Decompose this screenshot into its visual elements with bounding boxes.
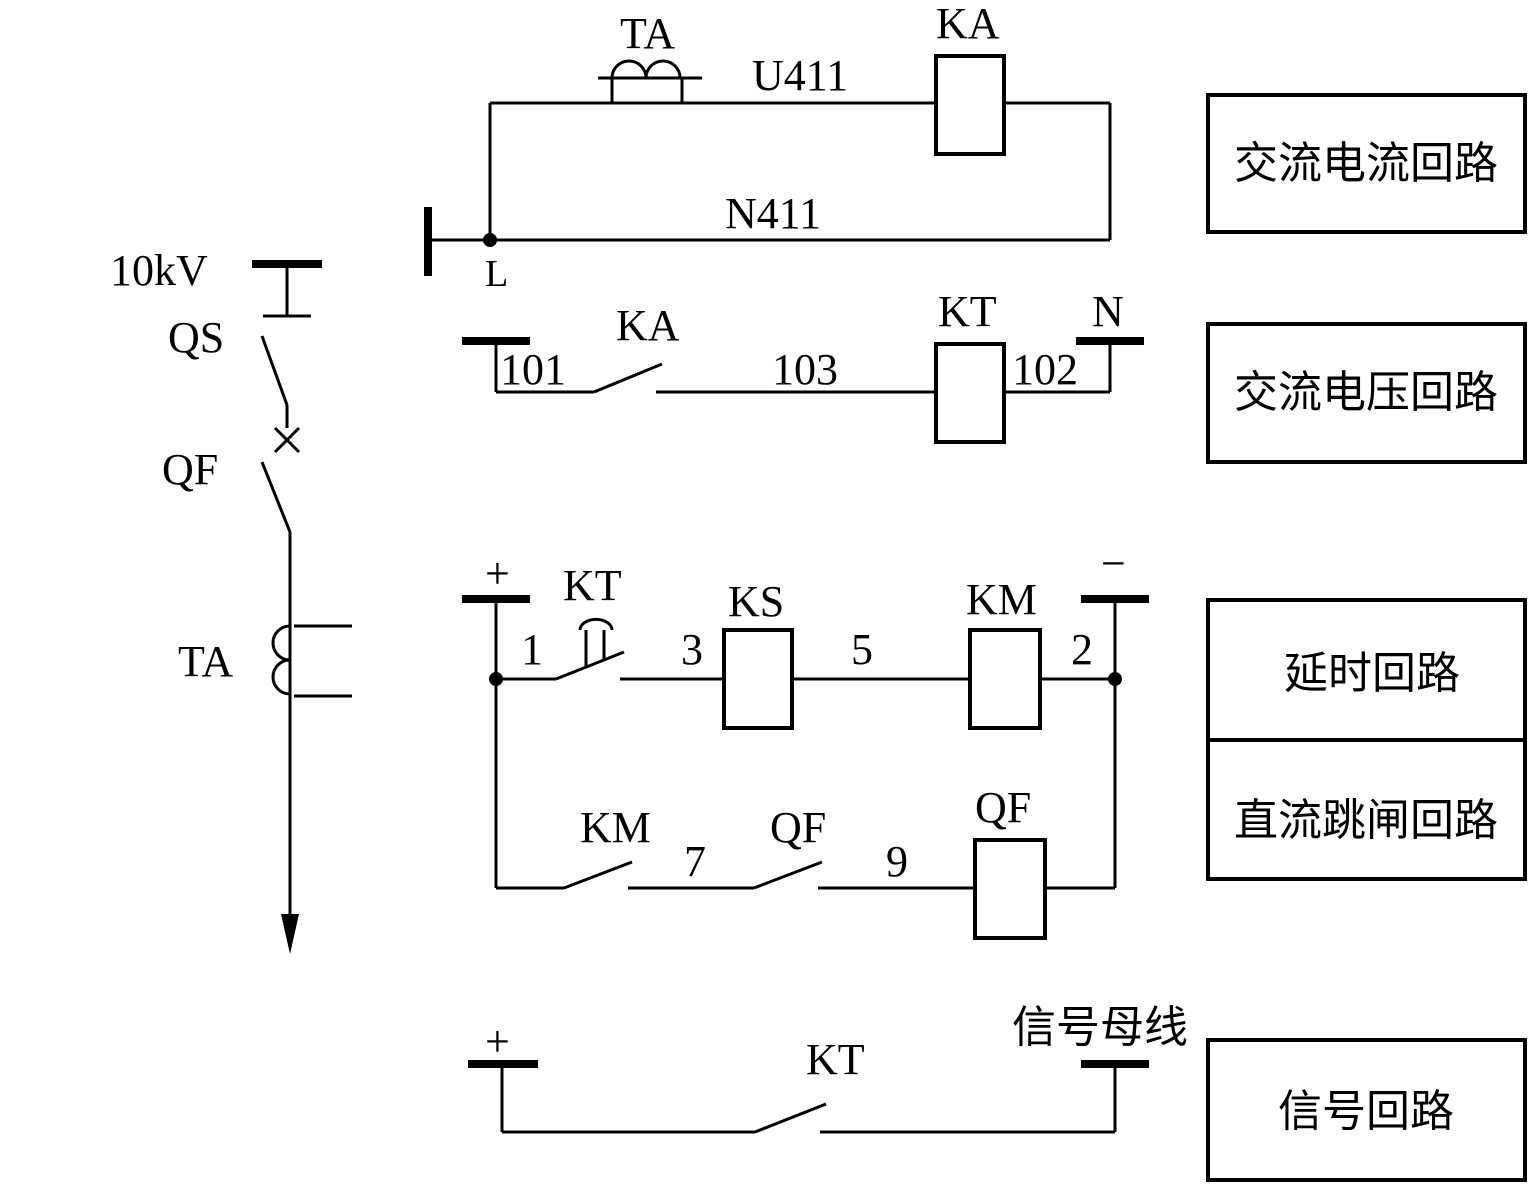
ac-current-circuit: L TA KA U411 N411 交流电流回路 <box>424 0 1527 295</box>
ac-current-box <box>1206 93 1527 234</box>
label-1: 1 <box>521 625 543 674</box>
ac-voltage-circuit: 101 KA 103 KT 102 N 交流电压回路 <box>462 287 1527 464</box>
l-node-label: L <box>485 253 508 295</box>
signal-plus-label: + <box>485 1017 510 1066</box>
single-line-diagram: 10kV QS QF TA <box>110 246 352 954</box>
km-relay-coil <box>968 628 1042 730</box>
qf-trip-coil <box>973 838 1047 940</box>
ks-relay-coil <box>722 628 794 730</box>
dc-minus-label: − <box>1101 539 1126 588</box>
voltage-label: 10kV <box>110 246 208 295</box>
qf-aux-contact-label: QF <box>770 803 826 852</box>
kt-signal-contact-blade <box>754 1102 827 1134</box>
ka-contact-label: KA <box>616 301 680 350</box>
kt-relay-coil <box>934 342 1006 444</box>
qf-breaker-cross-b <box>273 426 301 454</box>
kt-signal-contact-label: KT <box>806 1035 865 1084</box>
label-9: 9 <box>886 837 908 886</box>
qs-disconnector-blade <box>260 335 289 406</box>
ta-label: TA <box>178 637 233 686</box>
label-5: 5 <box>851 625 873 674</box>
km-contact-label: KM <box>580 803 651 852</box>
km-contact-blade <box>563 860 633 890</box>
qs-label: QS <box>168 313 224 362</box>
label-101: 101 <box>500 345 566 394</box>
l-junction-node <box>483 233 497 247</box>
label-2: 2 <box>1071 625 1093 674</box>
label-102: 102 <box>1012 345 1078 394</box>
signal-circuit: + KT 信号母线 信号回路 <box>468 1002 1527 1182</box>
u411-label: U411 <box>752 51 848 100</box>
ta-coil-label: TA <box>620 9 675 58</box>
n-bus-label: N <box>1092 287 1124 336</box>
label-103: 103 <box>772 345 838 394</box>
kt-coil-label: KT <box>938 287 997 336</box>
dc-plus-label: + <box>485 549 510 598</box>
trip-box-label: 直流跳闸回路 <box>1234 795 1498 846</box>
kt-delay-mark-icon <box>578 617 614 666</box>
kt-delay-contact-label: KT <box>563 561 622 610</box>
label-3: 3 <box>681 625 703 674</box>
qf-breaker-blade <box>260 461 292 533</box>
signal-bus-label: 信号母线 <box>1012 1002 1188 1053</box>
ka-relay-coil <box>934 54 1006 156</box>
qf-label: QF <box>162 445 218 494</box>
qf-aux-contact-blade <box>753 860 823 890</box>
km-coil-label: KM <box>966 575 1037 624</box>
qf-trip-coil-label: QF <box>975 783 1031 832</box>
ta-coil-turns <box>610 59 682 79</box>
n411-label: N411 <box>725 189 821 238</box>
ac-current-box-label: 交流电流回路 <box>1234 138 1498 189</box>
dc-circuit: + − KT KS KM 1 3 5 2 KM QF QF 7 <box>462 539 1527 940</box>
feeder-arrow-icon <box>281 914 299 954</box>
ka-contact-blade <box>593 362 663 394</box>
ta-ct-coil <box>271 624 291 696</box>
label-7: 7 <box>684 837 706 886</box>
kt-delay-contact-blade <box>555 650 625 681</box>
ka-relay-label: KA <box>936 0 1000 48</box>
ac-voltage-box-label: 交流电压回路 <box>1234 367 1498 418</box>
ks-coil-label: KS <box>728 577 784 626</box>
signal-box-label: 信号回路 <box>1278 1086 1454 1137</box>
signal-box <box>1206 1038 1527 1182</box>
delay-box-label: 延时回路 <box>1284 648 1460 699</box>
ac-voltage-box <box>1206 322 1527 464</box>
